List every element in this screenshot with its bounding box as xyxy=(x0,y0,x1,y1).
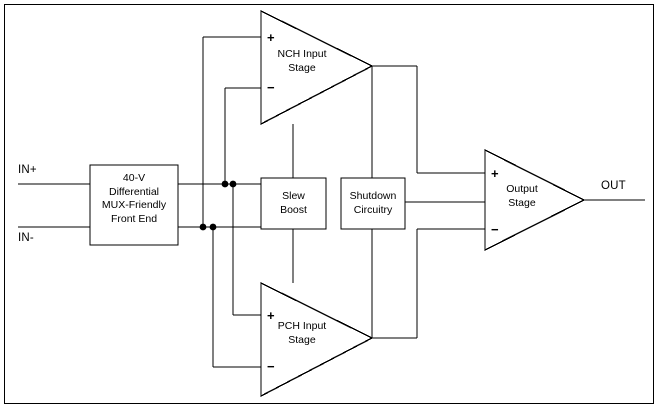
junction-dot xyxy=(209,223,217,231)
nch-input-stage-label: NCH Input Stage xyxy=(264,48,340,75)
shutdown-circuitry-label: Shutdown Circuitry xyxy=(337,190,409,217)
output-stage-line-1: Output xyxy=(506,183,538,195)
pch-input-stage-label: PCH Input Stage xyxy=(264,320,340,347)
shutdown-line-1: Shutdown xyxy=(349,190,397,202)
shutdown-circuitry-shape xyxy=(340,177,406,230)
nch-line-2: Stage xyxy=(288,61,316,74)
label-in-plus: IN+ xyxy=(18,164,37,176)
slew-boost-label: Slew Boost xyxy=(261,190,326,217)
label-in-minus: IN- xyxy=(18,232,34,244)
pch-input-stage-shape xyxy=(260,281,374,398)
nch-minus-pin-label: − xyxy=(267,80,275,95)
output-stage-plus-pin-label: + xyxy=(491,166,499,181)
front-end-line-1: 40-V xyxy=(122,172,146,184)
slew-boost-line-1: Slew xyxy=(282,190,305,202)
pch-plus-pin-label: + xyxy=(267,308,275,323)
shutdown-line-2: Circuitry xyxy=(353,203,393,216)
junction-dot xyxy=(199,223,207,231)
diagram-border xyxy=(4,4,654,404)
label-out: OUT xyxy=(601,180,626,192)
slew-boost-line-2: Boost xyxy=(280,203,307,216)
slew-boost-shape xyxy=(260,177,327,230)
front-end-line-3: MUX-Friendly xyxy=(101,199,167,211)
pch-line-2: Stage xyxy=(288,333,316,346)
pch-minus-pin-label: − xyxy=(267,359,275,374)
nch-plus-pin-label: + xyxy=(267,30,275,45)
output-stage-shape xyxy=(484,148,586,252)
front-end-label: 40-V Differential MUX-Friendly Front End xyxy=(90,172,178,226)
output-stage-label: Output Stage xyxy=(489,183,555,210)
front-end-shape xyxy=(89,164,179,246)
nch-input-stage-shape xyxy=(260,9,374,126)
pch-line-1: PCH Input xyxy=(277,320,327,332)
nch-line-1: NCH Input xyxy=(277,48,327,60)
front-end-line-2: Differential xyxy=(109,185,159,198)
junction-dot xyxy=(229,180,237,188)
output-stage-line-2: Stage xyxy=(508,196,536,209)
front-end-line-4: Front End xyxy=(110,212,158,225)
junction-dot xyxy=(221,180,229,188)
output-stage-minus-pin-label: − xyxy=(491,222,499,237)
